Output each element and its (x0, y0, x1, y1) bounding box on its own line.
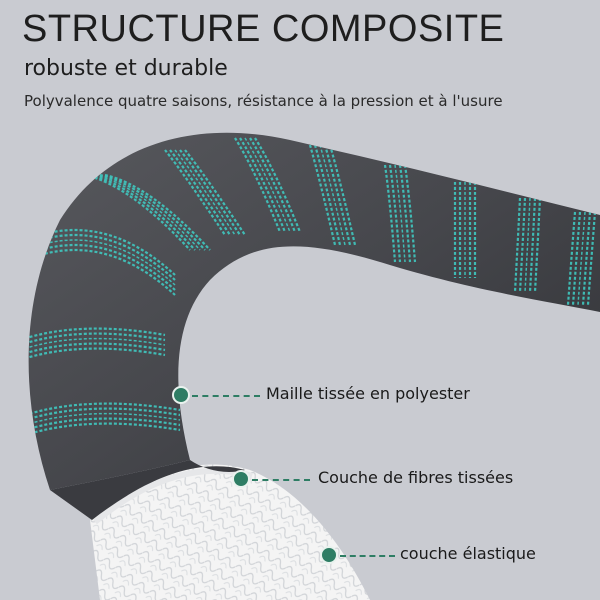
teal-stripe (394, 164, 406, 263)
teal-stripe (403, 164, 417, 263)
callout-leader-line (252, 479, 310, 481)
callout-label: Maille tissée en polyester (266, 384, 470, 403)
teal-stripe (89, 173, 196, 251)
hose-lower-section (50, 460, 245, 520)
inner-fiber-layer-shape (90, 464, 370, 600)
teal-stripe (94, 174, 201, 251)
teal-stripe (239, 137, 287, 233)
callout-dot-icon (320, 546, 338, 564)
callout-label: Couche de fibres tissées (318, 468, 514, 487)
callout-leader-line (192, 395, 260, 397)
teal-stripe (28, 337, 166, 351)
teal-stripe (179, 149, 241, 236)
teal-stripe (28, 417, 181, 432)
teal-stripe (169, 149, 231, 236)
callout-dot-icon (172, 386, 190, 404)
teal-stripe (39, 248, 176, 296)
page-tagline: Polyvalence quatre saisons, résistance à… (24, 92, 503, 110)
callout-label: couche élastique (400, 544, 536, 563)
teal-stripe (28, 347, 166, 362)
teal-stripe (39, 239, 176, 286)
teal-stripe (398, 164, 412, 263)
teal-stripe (28, 402, 181, 417)
teal-stripe (104, 173, 211, 251)
teal-stripe (28, 332, 166, 347)
teal-stripe (249, 137, 297, 233)
page-subtitle: robuste et durable (24, 56, 228, 81)
teal-stripe (28, 422, 181, 437)
teal-stripe (586, 211, 597, 306)
teal-stripe (581, 211, 592, 306)
teal-stripe (234, 137, 282, 233)
teal-stripe (244, 137, 291, 233)
hose-body (28, 132, 600, 490)
teal-stripe (566, 211, 577, 306)
teal-stripe (577, 211, 586, 306)
callout-dot-icon (232, 470, 250, 488)
teal-stripe (254, 137, 302, 233)
teal-stripe (39, 243, 176, 291)
teal-stripe (39, 233, 176, 281)
teal-stripe (28, 412, 181, 426)
page-title: STRUCTURE COMPOSITE (22, 8, 505, 50)
teal-stripe (388, 164, 402, 263)
teal-stripe (39, 228, 176, 276)
teal-stripe (571, 211, 582, 306)
teal-stripe (28, 407, 181, 422)
teal-stripe (164, 149, 226, 236)
teal-stripe (184, 149, 246, 236)
teal-stripe (174, 149, 236, 236)
teal-stripe (99, 173, 206, 251)
teal-stripe (28, 327, 166, 342)
teal-stripe (383, 164, 397, 263)
callout-leader-line (340, 555, 395, 557)
teal-stripe (28, 342, 166, 357)
